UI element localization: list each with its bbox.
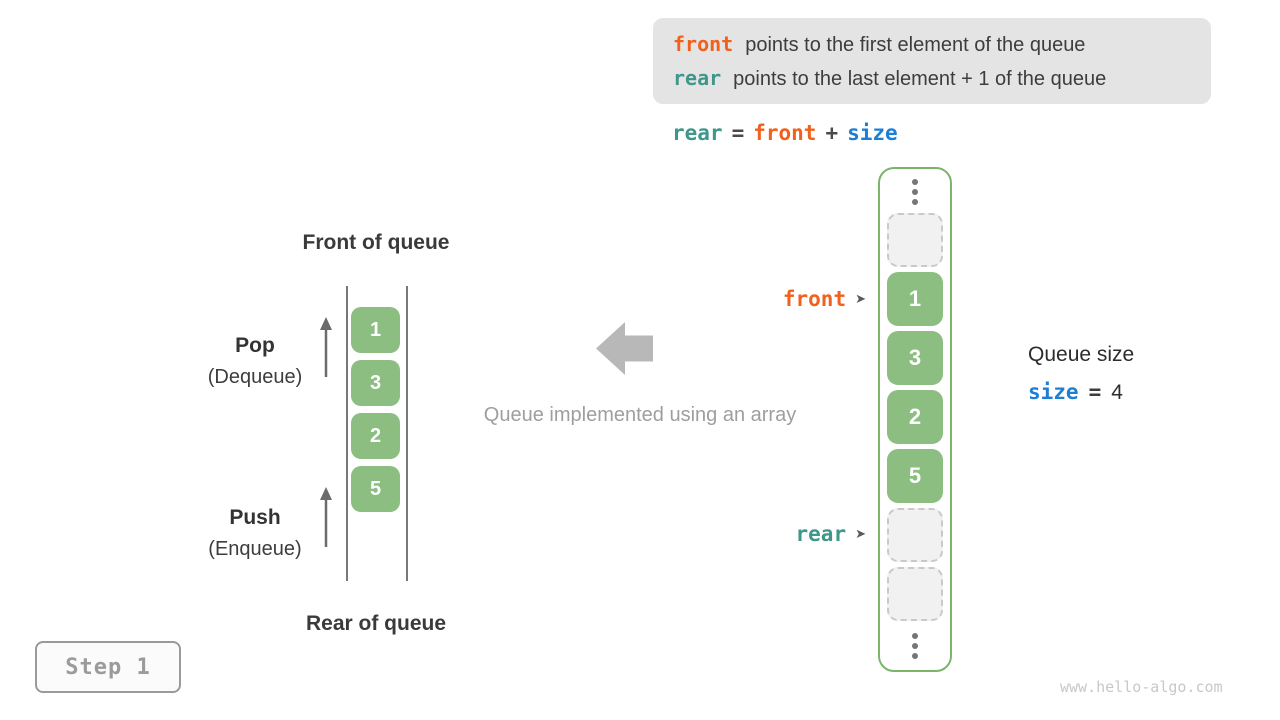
pointer-formula: rear = front + size — [672, 121, 898, 145]
push-up-arrow-icon — [320, 487, 332, 547]
pop-label-group: Pop (Dequeue) — [180, 334, 330, 389]
size-code-token: size — [1028, 380, 1079, 404]
array-cell-value: 3 — [887, 331, 943, 385]
rear-pointer: rear ➤ — [700, 522, 866, 546]
left-queue-cell: 1 — [351, 307, 400, 353]
array-caption: Queue implemented using an array — [483, 404, 797, 426]
watermark: www.hello-algo.com — [1060, 678, 1223, 696]
front-code-token: front — [673, 31, 734, 56]
queue-size-title: Queue size — [1028, 343, 1135, 366]
ellipsis-top-icon — [911, 179, 919, 205]
step-badge: Step 1 — [35, 641, 181, 693]
push-label: Push — [229, 506, 281, 529]
left-queue-cell: 2 — [351, 413, 400, 459]
array-cell-value: 1 — [887, 272, 943, 326]
enqueue-label: (Enqueue) — [208, 538, 302, 560]
pop-label: Pop — [235, 334, 275, 357]
front-pointer-arrow-icon: ➤ — [855, 291, 866, 307]
channel-left-wall — [346, 286, 348, 581]
left-queue-cell: 5 — [351, 466, 400, 512]
push-label-group: Push (Enqueue) — [180, 506, 330, 561]
rear-note-text: points to the last element + 1 of the qu… — [733, 67, 1107, 90]
ellipsis-bottom-icon — [911, 633, 919, 659]
rear-pointer-label: rear — [795, 522, 847, 546]
formula-equals: = — [731, 121, 745, 145]
pop-up-arrow-icon — [320, 317, 332, 377]
note-box: front points to the first element of the… — [653, 18, 1211, 104]
rear-of-queue-label: Rear of queue — [305, 612, 447, 635]
array-cell-empty — [887, 567, 943, 621]
front-pointer-label: front — [782, 287, 847, 311]
formula-front-token: front — [753, 121, 817, 145]
formula-plus: + — [825, 121, 839, 145]
size-value: 4 — [1111, 381, 1123, 404]
array-cell-empty — [887, 213, 943, 267]
rear-code-token: rear — [673, 65, 722, 90]
dequeue-label: (Dequeue) — [207, 366, 303, 388]
front-of-queue-label: Front of queue — [302, 231, 450, 254]
note-line-rear: rear points to the last element + 1 of t… — [673, 66, 1211, 91]
formula-rear-token: rear — [672, 121, 723, 145]
left-block-arrow-icon — [596, 322, 653, 375]
front-pointer: front ➤ — [700, 287, 866, 311]
array-cell-value: 2 — [887, 390, 943, 444]
rear-pointer-arrow-icon: ➤ — [855, 526, 866, 542]
front-note-text: points to the first element of the queue — [745, 33, 1086, 56]
formula-size-token: size — [847, 121, 898, 145]
size-equals: = — [1088, 380, 1102, 404]
channel-right-wall — [406, 286, 408, 581]
queue-size-formula: size = 4 — [1028, 380, 1123, 405]
left-queue-cell: 3 — [351, 360, 400, 406]
array-cell-value: 5 — [887, 449, 943, 503]
array-cell-empty — [887, 508, 943, 562]
note-line-front: front points to the first element of the… — [673, 32, 1211, 57]
